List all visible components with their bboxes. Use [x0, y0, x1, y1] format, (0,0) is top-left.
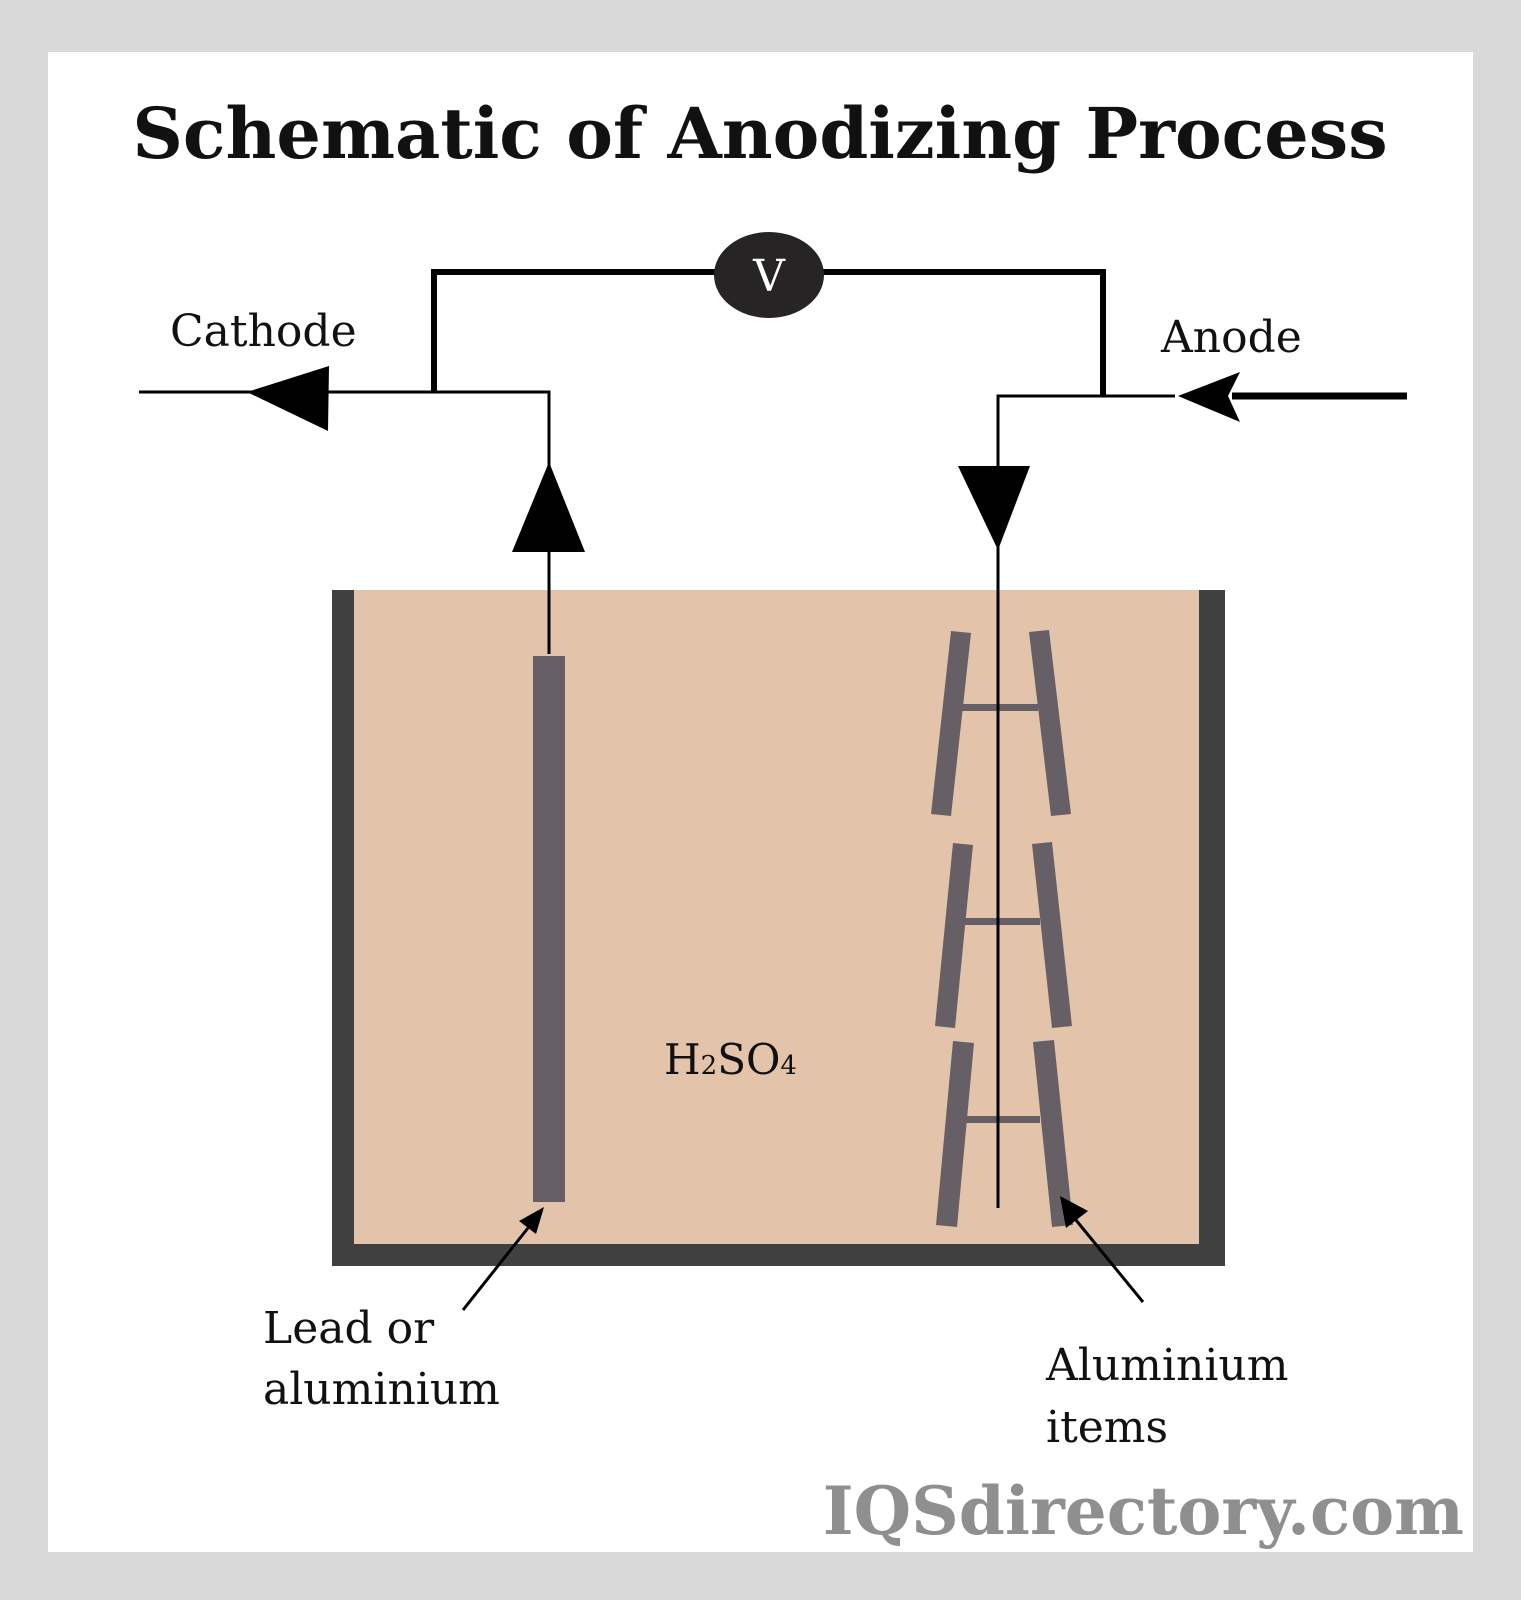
pointer-arrowhead-icon [1060, 1196, 1088, 1228]
formula-so: SO [717, 1035, 780, 1084]
cathode-material-label-line2: aluminium [263, 1364, 500, 1415]
formula-subscript-2: 2 [701, 1051, 718, 1081]
page-title: Schematic of Anodizing Process [132, 92, 1387, 175]
cathode-material-pointer [461, 1207, 544, 1311]
formula-h: H [664, 1035, 701, 1084]
anode-current-down-arrow-icon [958, 466, 1030, 550]
cathode-material-label-line1: Lead or [263, 1303, 435, 1354]
anode-items-label-line2: items [1046, 1402, 1168, 1453]
aluminium-item [935, 842, 1072, 1028]
voltmeter-label: V [752, 251, 786, 302]
anode-items-label-line1: Aluminium [1045, 1340, 1288, 1391]
voltmeter: V [714, 232, 824, 318]
cathode-label: Cathode [170, 306, 357, 357]
anode-label: Anode [1160, 312, 1302, 363]
watermark-logo: IQSdirectory.com [823, 1472, 1464, 1550]
cathode-electrode [533, 656, 565, 1202]
electrolyte-bath [354, 590, 1199, 1244]
anode-input-arrow-icon [1178, 372, 1240, 422]
voltmeter-icon [714, 232, 824, 318]
aluminium-items [931, 630, 1073, 1227]
cathode-current-up-arrow-icon [512, 462, 585, 552]
anode-items-pointer [1060, 1196, 1145, 1303]
aluminium-item [936, 1040, 1073, 1227]
electrolyte-formula: H2SO4 [664, 1035, 797, 1084]
tank [332, 590, 1225, 1266]
formula-subscript-4: 4 [780, 1051, 797, 1081]
cathode-output-arrow-icon [247, 366, 329, 431]
pointer-arrowhead-icon [519, 1207, 544, 1234]
aluminium-item [931, 630, 1071, 816]
